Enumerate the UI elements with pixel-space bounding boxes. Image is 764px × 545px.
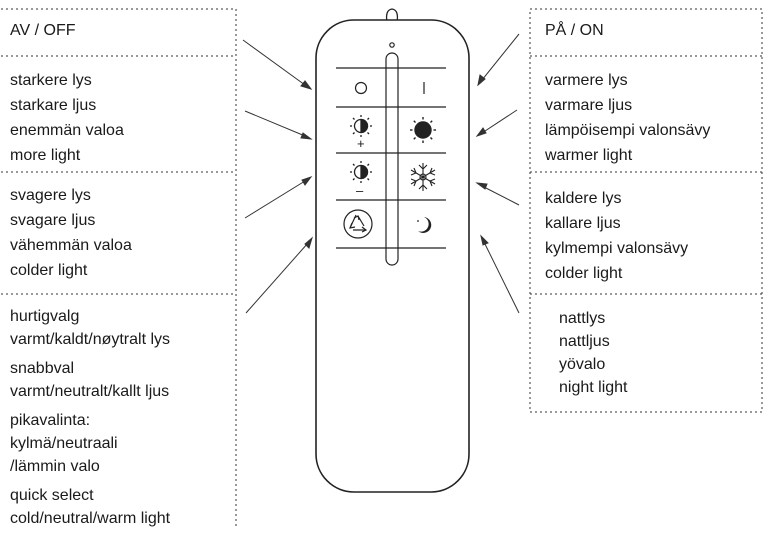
label-line: varmare ljus bbox=[545, 97, 633, 114]
label-line: pikavalinta: bbox=[10, 412, 91, 429]
sun-icon bbox=[410, 117, 436, 143]
label-line: vähemmän valoa bbox=[10, 237, 132, 254]
arrow-dimmer bbox=[244, 180, 306, 219]
label-line: warmer light bbox=[545, 147, 633, 164]
plus-sign: + bbox=[357, 136, 365, 151]
right-column-border bbox=[529, 8, 763, 413]
pointer-arrows bbox=[242, 33, 520, 314]
off-button[interactable] bbox=[354, 81, 368, 95]
arrowhead-warmer bbox=[475, 127, 487, 137]
dimmer-button[interactable] bbox=[350, 161, 372, 183]
label-line: night light bbox=[559, 379, 628, 396]
arrow-off bbox=[242, 39, 306, 86]
colder-button[interactable] bbox=[410, 163, 436, 191]
night-button[interactable] bbox=[417, 217, 432, 233]
label-line: AV / OFF bbox=[10, 22, 76, 39]
quick-select-button[interactable] bbox=[343, 209, 373, 239]
label-line: kylmä/neutraali bbox=[10, 435, 118, 452]
label-line: kylmempi valonsävy bbox=[545, 240, 689, 257]
label-warmer: varmere lys varmare ljus lämpöisempi val… bbox=[545, 68, 710, 168]
brighter-button[interactable] bbox=[350, 115, 372, 137]
label-box-borders bbox=[1, 8, 763, 527]
label-quick-select: hurtigvalg varmt/kaldt/nøytralt lys snab… bbox=[10, 305, 170, 530]
quick-select-group-fi: pikavalinta: kylmä/neutraali /lämmin val… bbox=[10, 409, 170, 478]
label-line: cold/neutral/warm light bbox=[10, 510, 171, 527]
arrowhead-quick-select bbox=[304, 236, 313, 249]
label-line: starkare ljus bbox=[10, 97, 97, 114]
label-dimmer: svagere lys svagare ljus vähemmän valoa … bbox=[10, 183, 132, 283]
minus-sign: – bbox=[356, 183, 364, 198]
label-line: yövalo bbox=[559, 356, 606, 373]
remote-control bbox=[315, 8, 470, 493]
arrowhead-brighter bbox=[300, 132, 313, 140]
label-line: PÅ / ON bbox=[545, 22, 604, 39]
half-sun-plus-icon bbox=[350, 115, 372, 137]
left-column-border bbox=[1, 8, 237, 527]
label-brighter: starkere lys starkare ljus enemmän valoa… bbox=[10, 68, 124, 168]
label-power-off: AV / OFF bbox=[10, 21, 75, 41]
moon-icon bbox=[417, 217, 432, 233]
arrow-quick-select bbox=[245, 242, 309, 314]
label-power-on: PÅ / ON bbox=[545, 21, 604, 41]
label-line: svagere lys bbox=[10, 187, 91, 204]
arrowhead-dimmer bbox=[301, 176, 313, 186]
label-line: snabbval bbox=[10, 360, 75, 377]
half-sun-minus-icon bbox=[350, 161, 372, 183]
label-line: kallare ljus bbox=[545, 215, 621, 232]
label-line: kaldere lys bbox=[545, 190, 622, 207]
center-divider bbox=[385, 52, 399, 266]
circle-off-icon bbox=[354, 81, 368, 95]
lanyard-loop bbox=[385, 8, 399, 23]
label-line: /lämmin valo bbox=[10, 458, 100, 475]
label-line: colder light bbox=[10, 262, 88, 279]
label-line: hurtigvalg bbox=[10, 308, 80, 325]
quick-select-group-sv: snabbval varmt/neutralt/kallt ljus bbox=[10, 357, 170, 403]
label-line: quick select bbox=[10, 487, 94, 504]
arrowhead-on bbox=[477, 74, 486, 87]
snowflake-icon bbox=[410, 163, 436, 191]
indicator-led bbox=[389, 42, 395, 48]
button-row-lines bbox=[336, 67, 446, 249]
arrow-colder bbox=[481, 185, 520, 206]
label-colder: kaldere lys kallare ljus kylmempi valons… bbox=[545, 186, 688, 286]
label-line: more light bbox=[10, 147, 81, 164]
label-line: svagare ljus bbox=[10, 212, 96, 229]
label-line: nattljus bbox=[559, 333, 610, 350]
label-line: starkere lys bbox=[10, 72, 92, 89]
label-line: enemmän valoa bbox=[10, 122, 124, 139]
arrow-night bbox=[483, 241, 520, 314]
quick-select-group-no: hurtigvalg varmt/kaldt/nøytralt lys bbox=[10, 305, 170, 351]
label-line: varmt/neutralt/kallt ljus bbox=[10, 383, 170, 400]
quick-select-group-en: quick select cold/neutral/warm light bbox=[10, 484, 170, 530]
label-line: varmere lys bbox=[545, 72, 628, 89]
arrow-on bbox=[481, 33, 520, 81]
arrowhead-colder bbox=[475, 182, 488, 190]
label-line: colder light bbox=[545, 265, 623, 282]
label-line: varmt/kaldt/nøytralt lys bbox=[10, 331, 171, 348]
warmer-button[interactable] bbox=[410, 117, 436, 143]
cycle-triangle-icon bbox=[343, 209, 373, 239]
label-line: nattlys bbox=[559, 310, 606, 327]
arrowhead-off bbox=[300, 80, 313, 90]
arrow-brighter bbox=[244, 110, 306, 137]
arrowhead-night bbox=[480, 234, 489, 246]
label-night: nattlys nattljus yövalo night light bbox=[559, 307, 628, 399]
arrow-warmer bbox=[481, 109, 518, 134]
label-line: lämpöisempi valonsävy bbox=[545, 122, 711, 139]
